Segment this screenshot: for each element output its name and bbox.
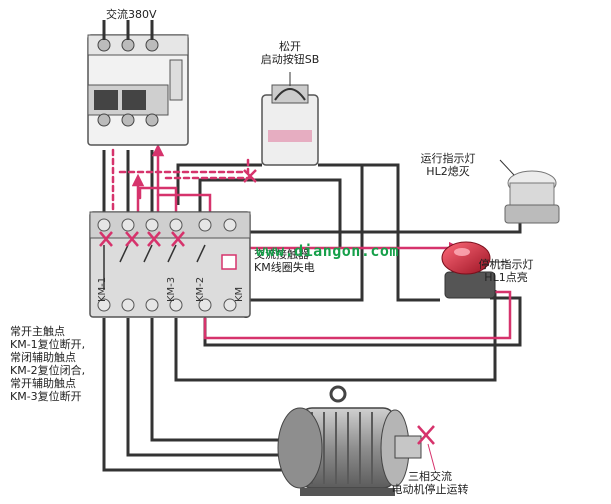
contacts-note-line3: 常闭辅助触点 xyxy=(10,351,76,364)
start-button-label: 松开 启动按钮SB xyxy=(261,40,320,66)
contactor-label-line2: KM线圈失电 xyxy=(254,261,315,274)
contact-tag-km3: KM-3 xyxy=(166,276,177,302)
contacts-note-line5: 常开辅助触点 xyxy=(10,377,76,390)
power-supply-label: 交流380V xyxy=(106,8,157,21)
stop-lamp-label-line1: 停机指示灯 xyxy=(478,258,534,271)
start-button-label-line1: 松开 xyxy=(279,40,301,53)
km-x-marks xyxy=(99,169,257,247)
motor-label-line2: 电动机停止运转 xyxy=(391,483,469,496)
stop-lamp xyxy=(441,241,508,299)
run-lamp-label: 运行指示灯 HL2熄灭 xyxy=(421,152,476,178)
contacts-note-line4: KM-2复位闭合, xyxy=(10,364,86,377)
contactor-terminals xyxy=(97,218,237,312)
run-lamp-label-line2: HL2熄灭 xyxy=(426,165,470,178)
contactor-label: 交流接触器 KM线圈失电 xyxy=(254,248,315,274)
breaker-terminals-bottom xyxy=(97,113,159,127)
motor-label: 三相交流 电动机停止运转 xyxy=(392,470,469,496)
run-lamp-label-line1: 运行指示灯 xyxy=(420,152,476,165)
contactor-label-line1: 交流接触器 xyxy=(254,248,309,261)
contact-tag-km2: KM-2 xyxy=(195,276,206,302)
contacts-note-line6: KM-3复位断开 xyxy=(10,390,82,403)
stop-lamp-label: 停机指示灯 HL1点亮 xyxy=(479,258,534,284)
contact-tag-km1: KM-1 xyxy=(97,276,108,302)
motor xyxy=(277,385,422,496)
circuit-breaker xyxy=(87,20,189,146)
run-lamp xyxy=(499,159,560,224)
watermark: www.diangon.com xyxy=(256,242,399,260)
contact-tag-km: KM xyxy=(234,286,245,302)
contacts-note-line2: KM-1复位断开, xyxy=(10,338,86,351)
motor-label-line1: 三相交流 xyxy=(408,470,452,483)
start-button-label-line2: 启动按钮SB xyxy=(260,53,320,66)
breaker-terminals-top xyxy=(97,38,159,52)
contacts-note-line1: 常开主触点 xyxy=(10,325,65,338)
start-button xyxy=(261,72,319,166)
stop-lamp-label-line2: HL1点亮 xyxy=(484,271,528,284)
contacts-note: 常开主触点 KM-1复位断开, 常闭辅助触点 KM-2复位闭合, 常开辅助触点 … xyxy=(10,325,85,403)
motor-stop-x xyxy=(417,425,436,471)
